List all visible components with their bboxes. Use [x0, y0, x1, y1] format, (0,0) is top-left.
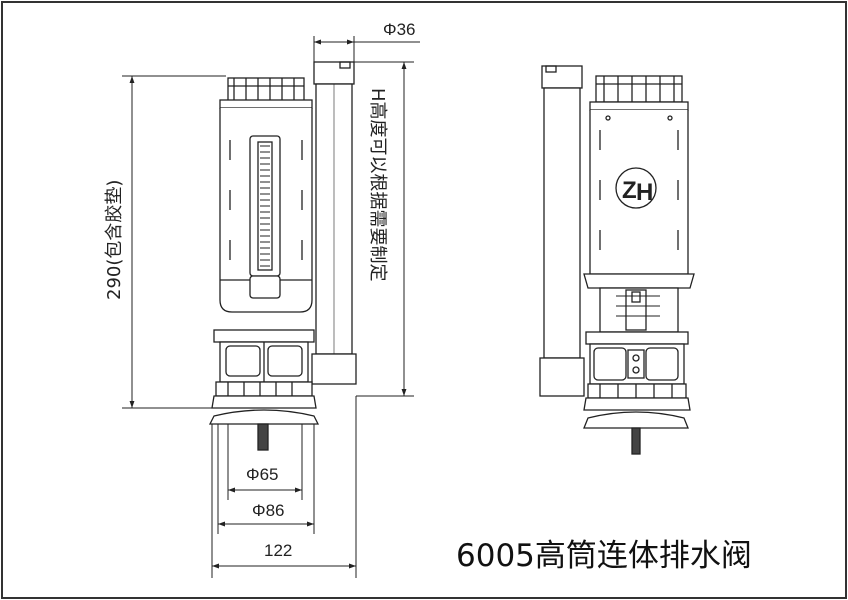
dim-label-86: Φ86	[252, 501, 285, 520]
dim-label-36: Φ36	[383, 20, 416, 39]
left-lower-body	[213, 329, 357, 397]
right-base	[583, 397, 691, 455]
left-dimensions	[122, 36, 420, 578]
dim-label-122: 122	[264, 541, 292, 560]
right-lower-body	[585, 331, 689, 399]
dim-label-h-note: H高度可以根据需要制定	[367, 88, 388, 282]
logo-letter-right: H	[636, 179, 653, 206]
right-mechanism	[599, 287, 679, 333]
dim-label-290: 290(包含胶垫)	[104, 180, 125, 300]
left-valve-view	[208, 61, 357, 451]
right-side-tube	[539, 65, 585, 397]
left-side-tube	[313, 61, 355, 355]
left-body	[219, 108, 313, 313]
logo-letter-left: Z	[622, 177, 637, 204]
right-body	[583, 110, 695, 289]
logo-ring	[615, 167, 657, 209]
left-base	[208, 395, 320, 451]
dim-label-65: Φ65	[246, 465, 279, 484]
left-top-cap	[219, 77, 313, 109]
page-title: 6005高筒连体排水阀	[456, 538, 752, 574]
right-valve-view	[539, 65, 695, 455]
right-top-cap	[589, 75, 689, 111]
